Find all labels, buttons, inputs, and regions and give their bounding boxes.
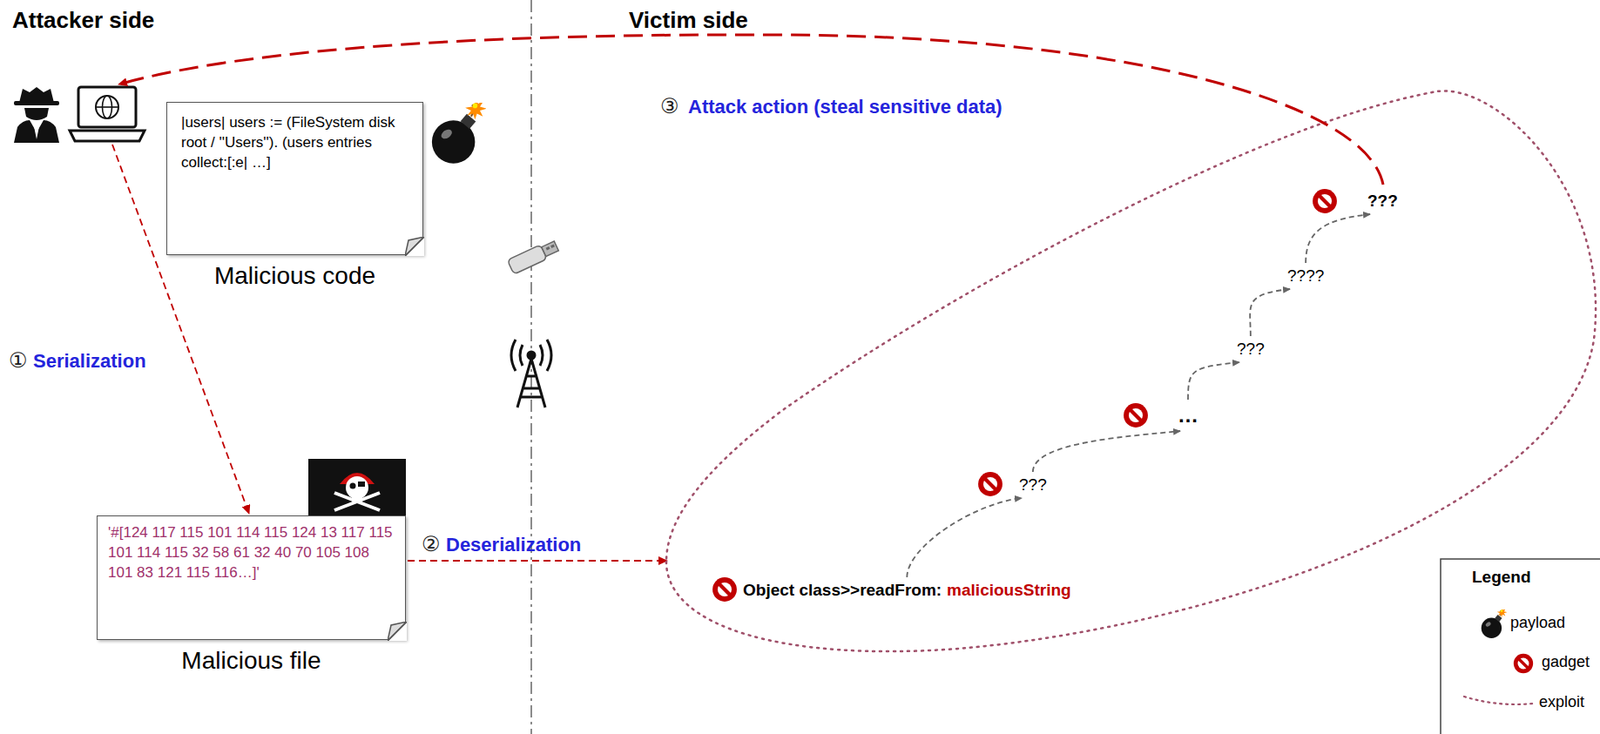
label-text: Serialization [33, 350, 147, 373]
label-text: ② [421, 532, 441, 557]
label-text: Legend [1471, 567, 1532, 588]
gadget-node: ??? [1019, 474, 1047, 495]
gadget-text: ??? [1019, 475, 1047, 494]
chain-arrow [1188, 362, 1240, 400]
label-text: ③ [660, 94, 680, 119]
code-text: |users| users := (FileSystem disk root /… [181, 113, 409, 174]
legend-text: gadget [1541, 653, 1590, 672]
chain-arrow [1249, 289, 1290, 337]
gadget-text: … [1177, 403, 1199, 427]
label-text: ① [8, 348, 28, 373]
code-sheet: |users| users := (FileSystem disk root /… [166, 101, 424, 256]
gadget-text: ???? [1287, 266, 1324, 285]
byte-text: '#[124 117 115 101 114 115 124 13 117 11… [108, 523, 395, 584]
label-text: Victim side [628, 6, 749, 34]
argument-text: maliciousString [946, 580, 1072, 600]
document-box: |users| users := (FileSystem disk root /… [166, 101, 424, 291]
caption-text: Malicious file [96, 647, 406, 676]
legend-text: exploit [1539, 693, 1585, 712]
file-sheet: '#[124 117 115 101 114 115 124 13 117 11… [96, 515, 406, 641]
chain-arrow [1032, 431, 1181, 473]
gadget-node: Object class>>readFrom:maliciousString [742, 580, 1072, 601]
legend-text: payload [1510, 614, 1566, 633]
document-box: '#[124 117 115 101 114 115 124 13 117 11… [96, 515, 406, 676]
chain-arrow [906, 498, 1022, 578]
gadget-node: ???? [1287, 265, 1324, 286]
caption-text: Malicious code [166, 262, 424, 291]
gadget-node: ??? [1236, 338, 1265, 359]
label-text: Deserialization [445, 533, 581, 557]
label-text: Attacker side [12, 6, 155, 34]
folded-corner [387, 621, 407, 642]
label-text: Attack action (steal sensitive data) [688, 95, 1003, 119]
gadget-text: ??? [1367, 191, 1398, 210]
chain-arrow [1305, 214, 1371, 264]
gadget-node: ??? [1367, 190, 1398, 211]
gadget-text: Object class>>readFrom: [742, 580, 942, 600]
gadget-text: ??? [1236, 339, 1265, 358]
folded-corner [405, 236, 425, 257]
gadget-node: … [1177, 402, 1199, 428]
